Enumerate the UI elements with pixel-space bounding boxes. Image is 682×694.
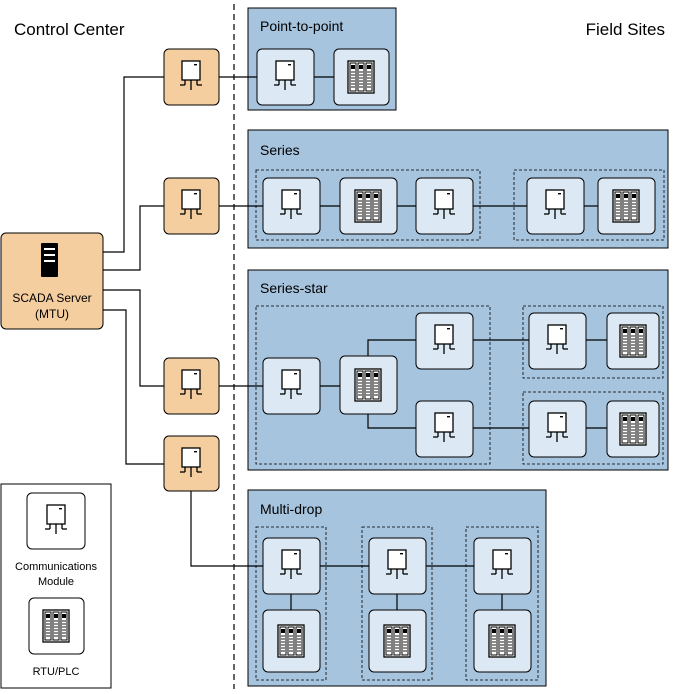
uplink-lines [103,76,263,567]
multi-drop-group-3 [465,526,539,681]
star-comm-module-main[interactable] [262,357,321,415]
rtu-plc-icon [619,412,647,446]
scada-server[interactable]: SCADA Server (MTU) [0,232,104,330]
cc-comm-module-2[interactable] [163,177,220,235]
server-label-line2: (MTU) [35,307,69,321]
series-group-1 [255,169,481,241]
field-sites-title: Field Sites [586,20,665,39]
md-comm-module-3[interactable] [473,537,532,595]
legend-comm-label-line1: Communications [15,561,97,573]
multi-drop-group-1 [255,526,327,681]
star-rtu-top[interactable] [606,312,660,370]
section-point-to-point-label: Point-to-point [260,18,343,34]
comm-module-icon [432,324,456,355]
md-rtu-2[interactable] [368,609,427,673]
legend-comm-label-line2: Module [38,576,74,588]
legend-rtu-plc-icon [42,609,70,643]
series-rtu-2[interactable] [597,177,656,235]
control-center-title: Control Center [14,20,125,39]
md-comm-module-1[interactable] [262,537,321,595]
comm-module-icon [279,189,303,220]
comm-module-icon [279,369,303,400]
cc-comm-module-4[interactable] [163,435,220,492]
section-series-star-label: Series-star [260,280,328,296]
series-star-group-main [255,305,491,465]
series-comm-module-1[interactable] [262,177,321,235]
star-comm-module-bottom-remote[interactable] [528,400,587,458]
rtu-plc-icon [354,189,382,223]
series-comm-module-3[interactable] [526,177,585,235]
star-comm-module-top[interactable] [415,312,474,370]
p2p-rtu[interactable] [333,48,390,106]
legend: Communications Module RTU/PLC [0,483,112,689]
comm-module-icon [545,412,569,443]
rtu-plc-icon [347,60,375,94]
rtu-plc-icon [488,624,516,658]
section-series-label: Series [260,142,300,158]
p2p-comm-module[interactable] [256,48,315,106]
server-icon [41,243,58,277]
rtu-plc-icon [354,368,382,402]
md-comm-module-2[interactable] [368,537,427,595]
cc-comm-module-3[interactable] [163,357,220,415]
comm-module-icon [432,189,456,220]
comm-module-icon [432,412,456,443]
legend-rtu-label: RTU/PLC [33,666,80,678]
md-rtu-3[interactable] [473,609,532,673]
comm-module-icon [543,189,567,220]
rtu-plc-icon [612,189,640,223]
md-rtu-1[interactable] [262,609,321,673]
rtu-plc-icon [619,324,647,358]
section-multi-drop-label: Multi-drop [260,501,322,517]
rtu-plc-icon [277,624,305,658]
star-rtu-main[interactable] [339,355,398,415]
star-comm-module-bottom[interactable] [415,400,474,458]
comm-module-icon [179,369,203,400]
multi-drop-group-2 [361,526,433,681]
star-comm-module-top-remote[interactable] [528,312,587,370]
star-rtu-bottom[interactable] [606,400,660,458]
series-rtu-1[interactable] [339,177,398,235]
series-comm-module-2[interactable] [415,177,474,235]
comm-module-icon [179,447,203,478]
comm-module-icon [545,324,569,355]
series-star-group-top [522,305,664,379]
server-label-line1: SCADA Server [12,291,91,305]
rtu-plc-icon [383,624,411,658]
cc-comm-module-1[interactable] [163,48,220,106]
field-links [219,76,607,610]
series-group-2 [513,169,665,241]
comm-module-icon [179,189,203,220]
